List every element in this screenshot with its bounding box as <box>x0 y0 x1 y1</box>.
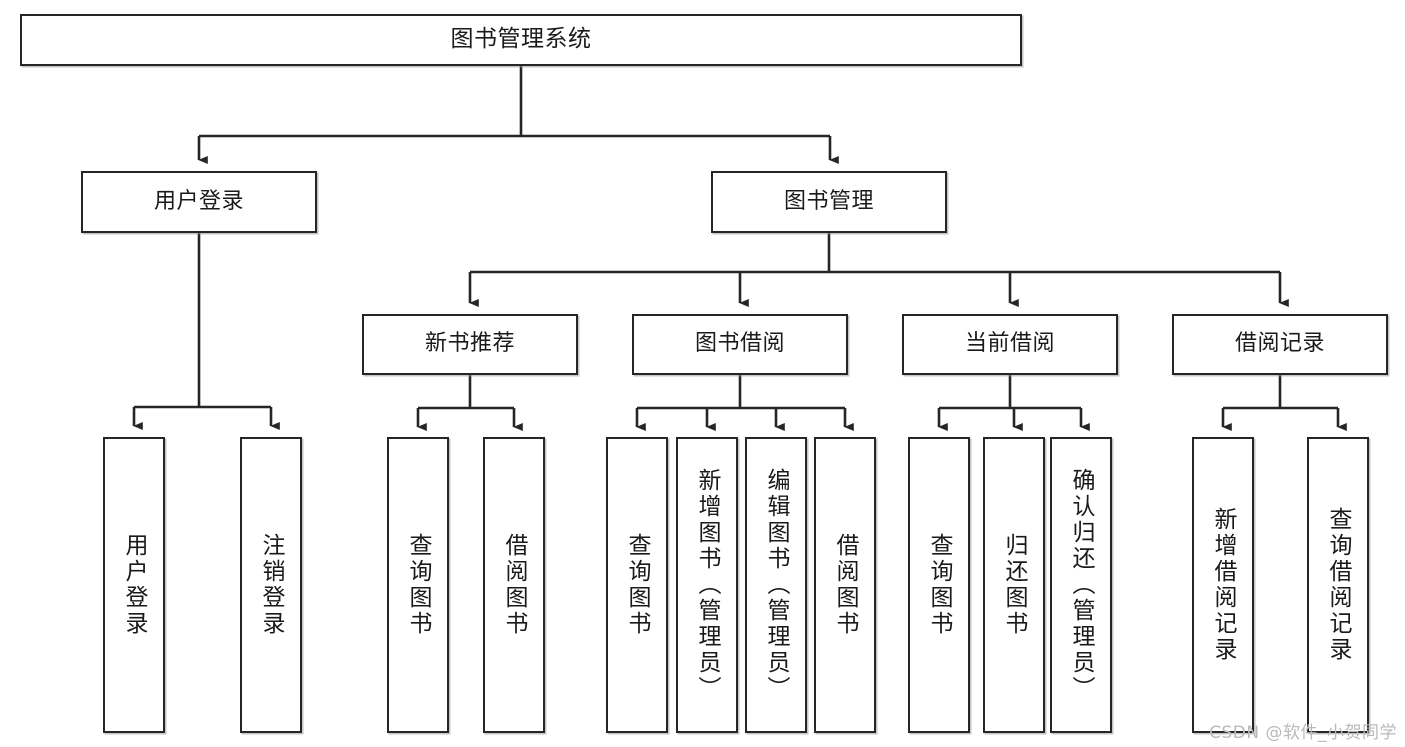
node-current-borrow[interactable]: 当前借阅 <box>902 314 1118 375</box>
node-new-book-rec-label: 新书推荐 <box>424 331 515 357</box>
node-leaf-add-book-label: 新增图书（管理员） <box>694 468 721 702</box>
node-leaf-user-logout-label: 注销登录 <box>258 533 285 637</box>
node-leaf-user-login-label: 用户登录 <box>121 533 148 637</box>
node-leaf-borrow-book-bb-label: 借阅图书 <box>832 533 859 637</box>
node-leaf-add-record[interactable]: 新增借阅记录 <box>1192 437 1254 733</box>
node-new-book-rec[interactable]: 新书推荐 <box>362 314 578 375</box>
node-leaf-query-book-bb[interactable]: 查询图书 <box>606 437 668 733</box>
node-leaf-query-book-cb-label: 查询图书 <box>926 533 953 637</box>
node-leaf-borrow-book-rec[interactable]: 借阅图书 <box>483 437 545 733</box>
node-leaf-confirm-return[interactable]: 确认归还（管理员） <box>1050 437 1112 733</box>
node-user-login[interactable]: 用户登录 <box>81 171 317 233</box>
node-leaf-user-logout[interactable]: 注销登录 <box>240 437 302 733</box>
node-leaf-query-book-rec[interactable]: 查询图书 <box>387 437 449 733</box>
node-leaf-edit-book[interactable]: 编辑图书（管理员） <box>745 437 807 733</box>
node-user-login-label: 用户登录 <box>153 188 244 214</box>
node-borrow-record-label: 借阅记录 <box>1234 331 1325 357</box>
node-book-borrow[interactable]: 图书借阅 <box>632 314 848 375</box>
node-leaf-add-record-label: 新增借阅记录 <box>1210 507 1237 663</box>
node-leaf-edit-book-label: 编辑图书（管理员） <box>763 468 790 702</box>
node-book-manage[interactable]: 图书管理 <box>711 171 947 233</box>
node-leaf-query-book-cb[interactable]: 查询图书 <box>908 437 970 733</box>
node-leaf-borrow-book-rec-label: 借阅图书 <box>501 533 528 637</box>
node-leaf-user-login[interactable]: 用户登录 <box>103 437 165 733</box>
node-root[interactable]: 图书管理系统 <box>20 14 1022 66</box>
node-current-borrow-label: 当前借阅 <box>964 331 1055 357</box>
node-leaf-return-book-label: 归还图书 <box>1001 533 1028 637</box>
node-borrow-record[interactable]: 借阅记录 <box>1172 314 1388 375</box>
node-root-label: 图书管理系统 <box>450 26 592 53</box>
node-leaf-return-book[interactable]: 归还图书 <box>983 437 1045 733</box>
node-book-manage-label: 图书管理 <box>783 188 874 214</box>
node-leaf-query-book-rec-label: 查询图书 <box>405 533 432 637</box>
node-leaf-query-record-label: 查询借阅记录 <box>1325 507 1352 663</box>
node-leaf-borrow-book-bb[interactable]: 借阅图书 <box>814 437 876 733</box>
node-leaf-query-book-bb-label: 查询图书 <box>624 533 651 637</box>
node-leaf-add-book[interactable]: 新增图书（管理员） <box>676 437 738 733</box>
node-book-borrow-label: 图书借阅 <box>694 331 785 357</box>
node-leaf-confirm-return-label: 确认归还（管理员） <box>1068 468 1095 702</box>
node-leaf-query-record[interactable]: 查询借阅记录 <box>1307 437 1369 733</box>
